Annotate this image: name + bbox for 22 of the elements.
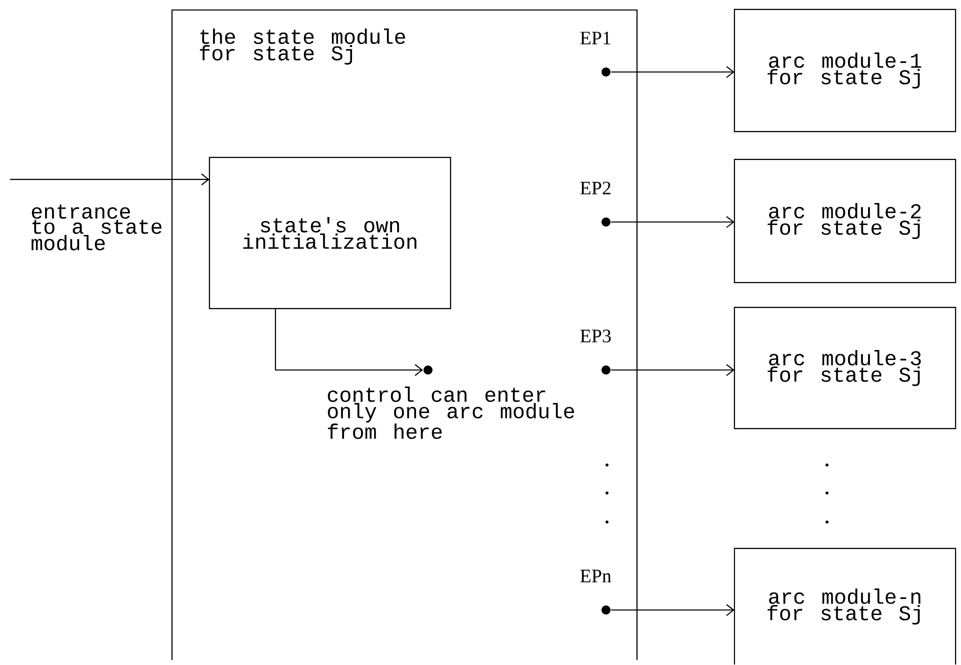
entry-point-dot: [602, 218, 610, 226]
entry-point-dot: [602, 606, 610, 614]
arrow: [611, 364, 734, 376]
module-box: arc module-2 for state Sj: [734, 158, 956, 284]
module-box: state's own initialization: [208, 156, 452, 310]
arrow: [10, 174, 210, 186]
entry-point-label: EP1: [580, 32, 610, 44]
module-box: arc module-1 for state Sj: [734, 8, 956, 132]
arrow: [611, 604, 734, 616]
note-text: control can enter only one arc module from here: [328, 386, 574, 439]
arrow: [611, 66, 734, 78]
entry-point-label: EP2: [580, 182, 610, 194]
entry-point-dot: [602, 366, 610, 374]
module-box: arc module-n for state Sj: [734, 548, 956, 665]
entry-point-label: EPn: [580, 570, 612, 582]
arrow: [611, 216, 734, 228]
entry-point-dot: [602, 68, 610, 76]
entrance-label: entrance to a state module: [32, 204, 162, 250]
arrow: [274, 308, 423, 376]
entry-point-label: EP3: [580, 330, 611, 342]
module-box: arc module-3 for state Sj: [734, 306, 956, 430]
entry-point-dot: [424, 366, 432, 374]
